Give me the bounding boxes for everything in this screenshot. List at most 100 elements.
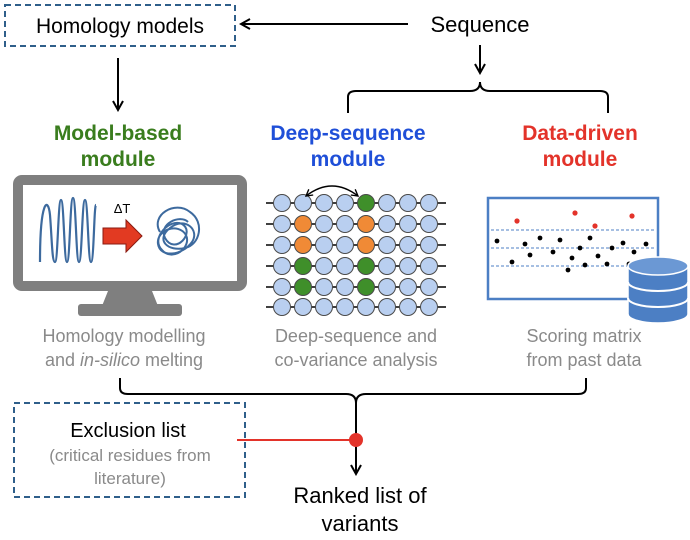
- alignment-residue: [336, 236, 354, 254]
- alignment-residue: [399, 215, 417, 233]
- data-description-line2: from past data: [526, 350, 642, 370]
- scatter-point: [577, 245, 583, 251]
- exclusion-list-sub1: (critical residues from: [49, 446, 211, 465]
- homology-models-box: [4, 4, 236, 47]
- scatter-point: [494, 238, 500, 244]
- scatter-outlier-point: [629, 213, 635, 219]
- scatter-point: [604, 261, 610, 267]
- model-module-title-line1: Model-based: [54, 122, 182, 145]
- model-description-line2: and in-silico melting: [45, 350, 203, 370]
- sequence-alignment-icon: [266, 194, 446, 316]
- model-module-title-line2: module: [81, 148, 156, 171]
- monitor-icon: ΔT: [13, 175, 247, 316]
- alignment-residue: [336, 257, 354, 275]
- alignment-residue: [273, 278, 291, 296]
- alignment-residue: [420, 257, 438, 275]
- alignment-residue: [378, 215, 396, 233]
- scatter-point: [557, 237, 563, 243]
- scatter-point: [587, 235, 593, 241]
- alignment-residue: [357, 278, 375, 296]
- alignment-residue: [294, 194, 312, 212]
- delta-t-label: ΔT: [114, 201, 131, 216]
- alignment-residue: [273, 257, 291, 275]
- model-description-line1: Homology modelling: [42, 326, 205, 346]
- covariance-arrow: [304, 185, 360, 197]
- scatter-point: [643, 241, 649, 247]
- scatter-point: [550, 249, 556, 255]
- alignment-residue: [273, 194, 291, 212]
- homology-models-label: Homology models: [36, 15, 204, 38]
- sequence-label: Sequence: [430, 12, 529, 37]
- database-icon: [627, 256, 689, 324]
- alignment-residue: [315, 257, 333, 275]
- bottom-brace: [119, 378, 587, 404]
- alignment-residue: [378, 236, 396, 254]
- alignment-residue: [378, 298, 396, 316]
- alignment-residue: [273, 215, 291, 233]
- scatter-outlier-point: [514, 218, 520, 224]
- scatter-point: [565, 267, 571, 273]
- alignment-residue: [399, 257, 417, 275]
- alignment-residue: [336, 194, 354, 212]
- exclusion-list-title: Exclusion list: [70, 420, 186, 442]
- alignment-residue: [357, 194, 375, 212]
- unfolded-protein-icon: [38, 196, 98, 264]
- alignment-residue: [420, 236, 438, 254]
- heating-arrow-icon: [102, 218, 143, 254]
- alignment-residue: [378, 278, 396, 296]
- data-module-title-line2: module: [543, 148, 618, 171]
- alignment-residue: [294, 215, 312, 233]
- alignment-residue: [315, 278, 333, 296]
- ranked-list-line2: variants: [321, 511, 398, 536]
- alignment-residue: [315, 194, 333, 212]
- deep-module-title-line1: Deep-sequence: [270, 122, 425, 145]
- alignment-residue: [357, 298, 375, 316]
- data-module-title-line1: Data-driven: [522, 122, 638, 145]
- scatter-point: [609, 245, 615, 251]
- alignment-residue: [273, 298, 291, 316]
- alignment-residue: [420, 194, 438, 212]
- scatter-point: [631, 249, 637, 255]
- alignment-residue: [294, 278, 312, 296]
- alignment-residue: [294, 257, 312, 275]
- deep-description-line1: Deep-sequence and: [275, 326, 437, 346]
- scatter-point: [569, 255, 575, 261]
- scatter-point: [509, 259, 515, 265]
- alignment-residue: [357, 257, 375, 275]
- scatter-point: [522, 241, 528, 247]
- scatter-outlier-point: [592, 223, 598, 229]
- alignment-residue: [420, 278, 438, 296]
- alignment-residue: [420, 215, 438, 233]
- exclusion-list-sub2: literature): [94, 469, 166, 488]
- exclusion-list-box: [13, 402, 246, 498]
- alignment-residue: [315, 298, 333, 316]
- alignment-residue: [273, 236, 291, 254]
- alignment-residue: [378, 194, 396, 212]
- top-brace: [347, 81, 609, 113]
- alignment-residue: [399, 194, 417, 212]
- scatter-point: [537, 235, 543, 241]
- alignment-residue: [315, 215, 333, 233]
- exclusion-filter-dot: [349, 433, 363, 447]
- alignment-residue: [399, 236, 417, 254]
- scatter-point: [527, 252, 533, 258]
- scatter-point: [582, 262, 588, 268]
- alignment-residue: [357, 215, 375, 233]
- alignment-residue: [315, 236, 333, 254]
- scatter-point: [620, 240, 626, 246]
- data-description-line1: Scoring matrix: [526, 326, 641, 346]
- alignment-residue: [336, 298, 354, 316]
- folded-protein-icon: [156, 206, 200, 256]
- scatter-point: [595, 253, 601, 259]
- alignment-residue: [294, 298, 312, 316]
- deep-module-title-line2: module: [311, 148, 386, 171]
- alignment-residue: [399, 278, 417, 296]
- ranked-list-line1: Ranked list of: [293, 483, 427, 508]
- alignment-residue: [357, 236, 375, 254]
- alignment-residue: [336, 278, 354, 296]
- alignment-residue: [399, 298, 417, 316]
- alignment-residue: [378, 257, 396, 275]
- alignment-residue: [336, 215, 354, 233]
- scatter-outlier-point: [572, 210, 578, 216]
